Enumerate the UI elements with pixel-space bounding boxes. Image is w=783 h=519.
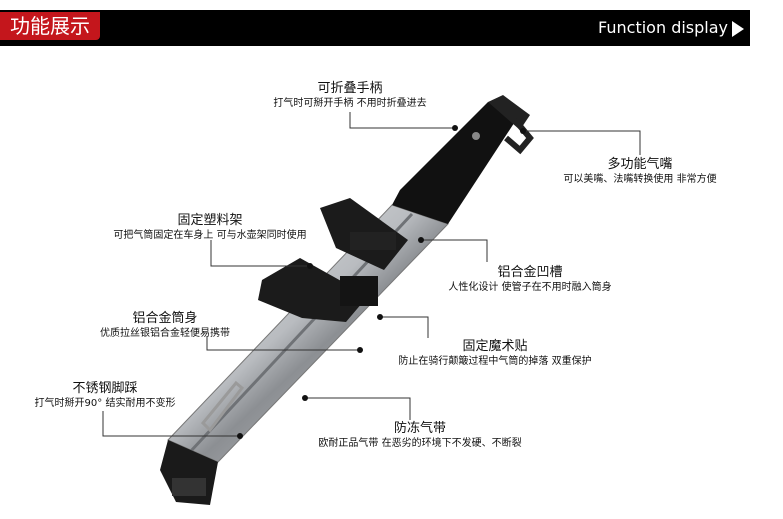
callout-groove: 铝合金凹槽 人性化设计 使管子在不用时融入筒身 xyxy=(430,264,630,295)
pump-base xyxy=(160,440,218,505)
callout-title: 防冻气带 xyxy=(393,421,446,436)
leader-hose xyxy=(305,397,411,420)
header-banner: 功能展示 Function display xyxy=(0,10,750,46)
function-display-text: Function display xyxy=(598,18,728,37)
callout-title: 可折叠手柄 xyxy=(317,81,383,96)
callout-desc: 可把气筒固定在车身上 可与水壶架同时使用 xyxy=(113,230,307,241)
callout-mount: 固定塑料架 可把气筒固定在车身上 可与水壶架同时使用 xyxy=(85,212,335,243)
callout-title: 铝合金筒身 xyxy=(132,311,198,326)
callout-desc: 打气时可掰开手柄 不用时折叠进去 xyxy=(273,98,427,109)
foot-peg xyxy=(200,380,245,433)
leader-footpeg xyxy=(102,411,240,437)
feature-tag: 功能展示 xyxy=(0,12,100,40)
callout-nozzle: 多功能气嘴 可以美嘴、法嘴转换使用 非常方便 xyxy=(545,156,735,187)
callout-desc: 欧耐正品气带 在恶劣的环境下不发硬、不断裂 xyxy=(318,438,522,449)
callout-desc: 人性化设计 使管子在不用时融入筒身 xyxy=(448,282,612,293)
callout-title: 固定魔术贴 xyxy=(462,339,528,354)
plastic-mount xyxy=(258,198,408,322)
function-display-title: Function display xyxy=(598,16,744,40)
callout-barrel: 铝合金筒身 优质拉丝银铝合金轻便易携带 xyxy=(80,310,250,341)
callout-footpeg: 不锈钢脚踩 打气时掰开90° 结实耐用不变形 xyxy=(20,380,190,411)
callout-velcro: 固定魔术贴 防止在骑行颠簸过程中气筒的掉落 双重保护 xyxy=(370,338,620,369)
callout-title: 不锈钢脚踩 xyxy=(72,381,138,396)
leader-barrel xyxy=(206,337,360,351)
pump-handle xyxy=(392,95,534,224)
leader-nozzle xyxy=(523,130,641,155)
callout-title: 多功能气嘴 xyxy=(607,157,673,172)
callout-title: 固定塑料架 xyxy=(177,213,243,228)
leader-groove xyxy=(421,239,488,262)
callout-title: 铝合金凹槽 xyxy=(497,265,563,280)
callout-handle: 可折叠手柄 打气时可掰开手柄 不用时折叠进去 xyxy=(255,80,445,111)
leader-mount xyxy=(210,240,310,267)
arrow-right-icon xyxy=(732,20,744,37)
leader-handle xyxy=(349,112,455,129)
leader-velcro xyxy=(380,316,429,338)
callout-hose: 防冻气带 欧耐正品气带 在恶劣的环境下不发硬、不断裂 xyxy=(295,420,545,451)
callout-desc: 可以美嘴、法嘴转换使用 非常方便 xyxy=(563,174,717,185)
callout-desc: 优质拉丝银铝合金轻便易携带 xyxy=(100,328,230,339)
callout-desc: 打气时掰开90° 结实耐用不变形 xyxy=(34,398,176,409)
callout-desc: 防止在骑行颠簸过程中气筒的掉落 双重保护 xyxy=(398,356,592,367)
